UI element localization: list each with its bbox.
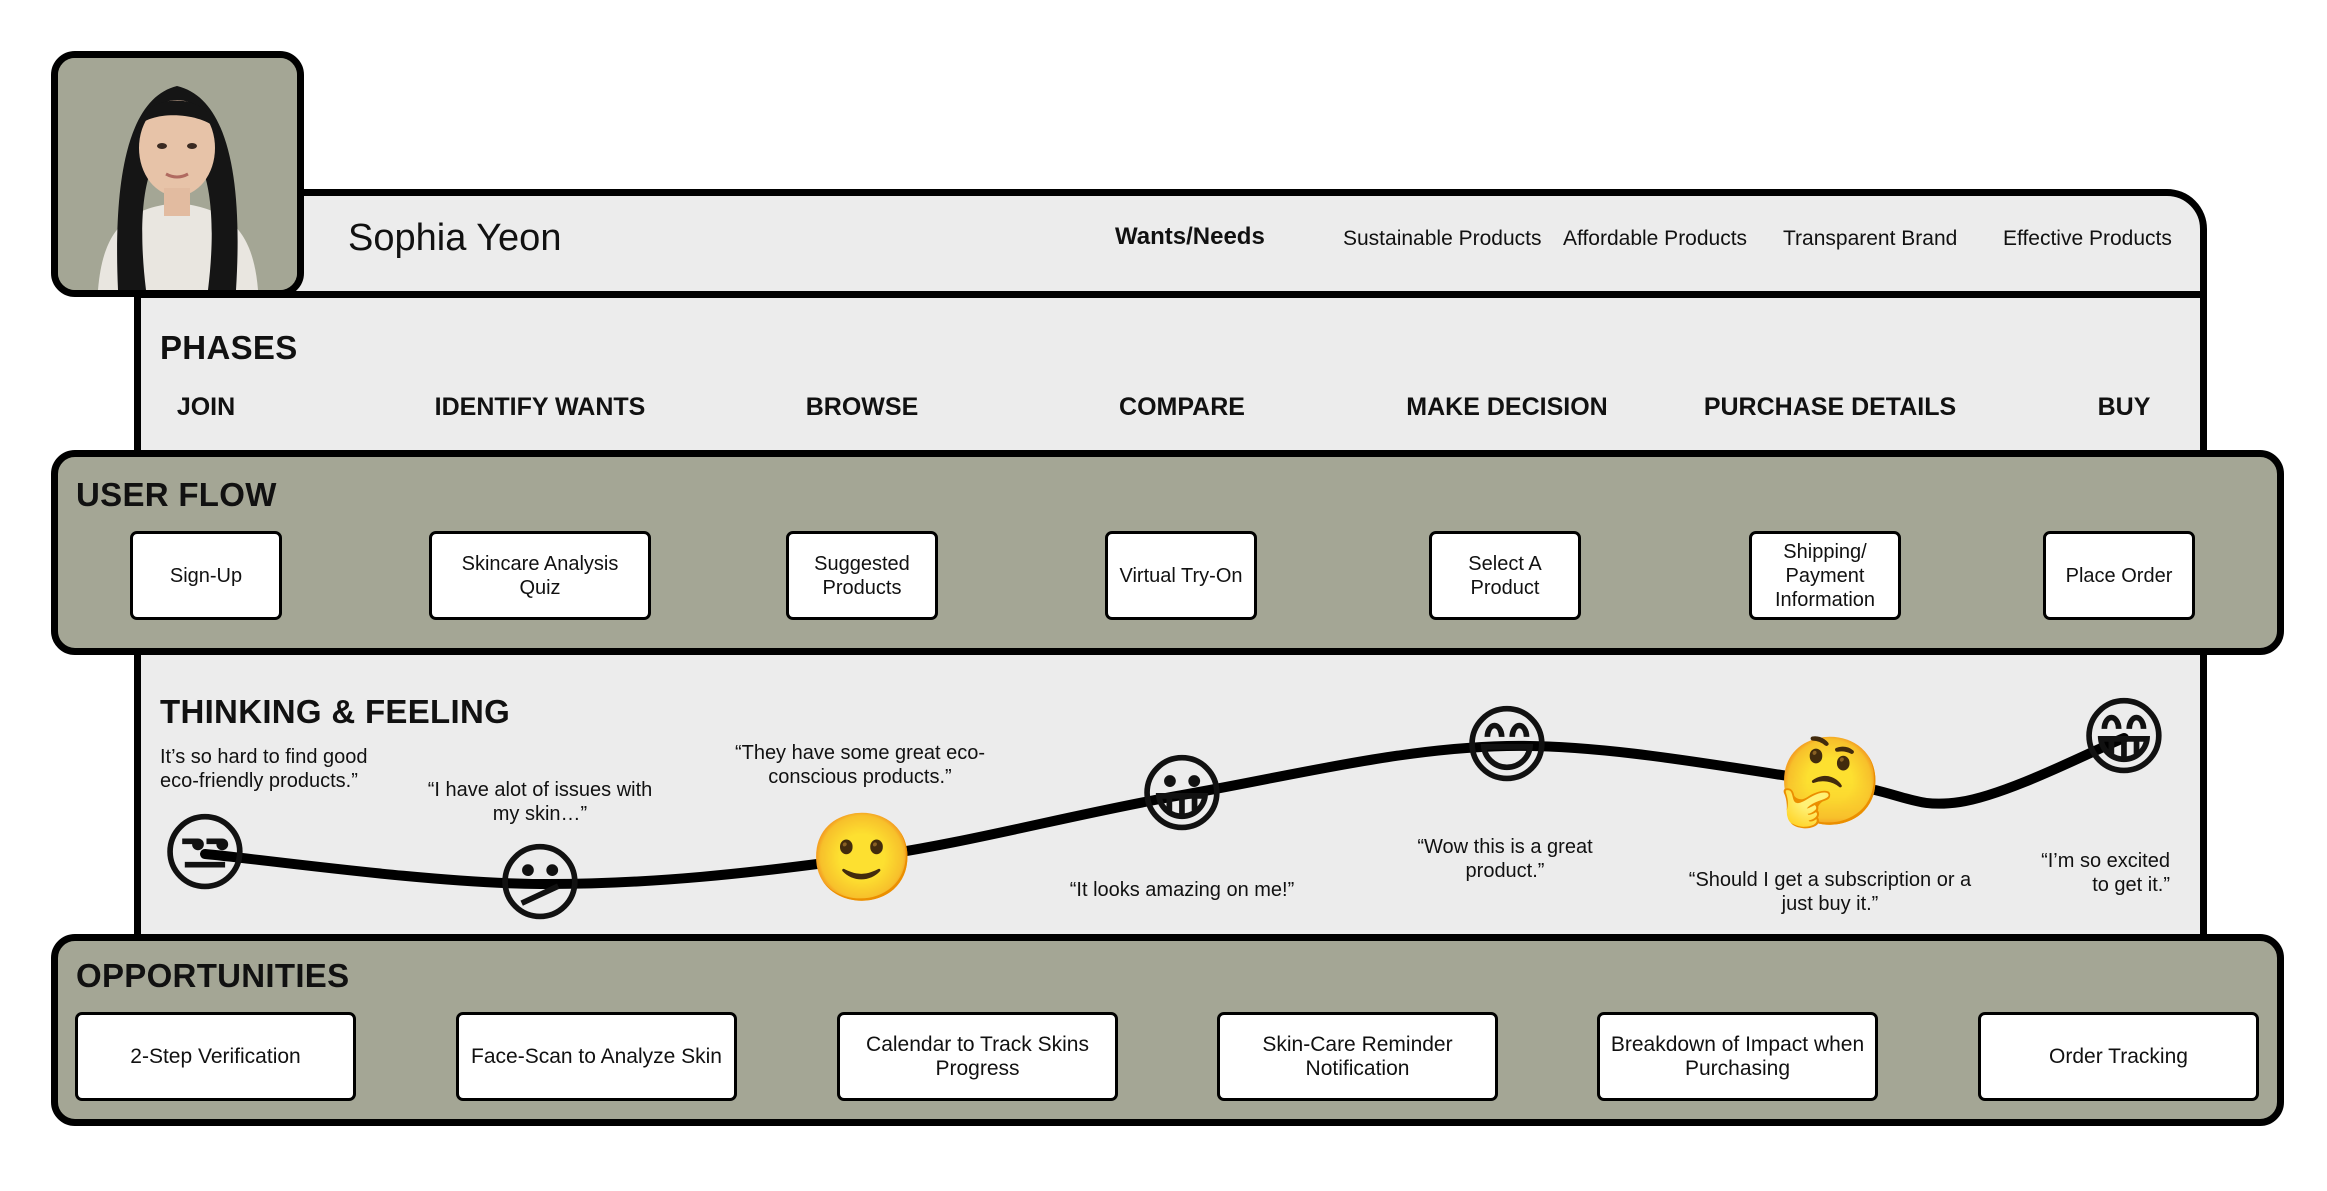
user-flow-title: USER FLOW	[76, 476, 277, 513]
thinking-face-icon: 🤔	[1776, 732, 1884, 832]
phases-title: PHASES	[160, 329, 298, 366]
quote-text: It’s so hard to find good eco-friendly p…	[160, 746, 368, 792]
beaming-face-icon: 😁	[2079, 688, 2169, 788]
want-item: Transparent Brand	[1783, 227, 1958, 250]
want-item: Effective Products	[2003, 227, 2172, 250]
quote-text: “They have some great eco-conscious prod…	[734, 742, 986, 788]
quote-text: “I’m so excited to get it.”	[2041, 850, 2170, 896]
avatar	[51, 51, 304, 297]
phase-label: COMPARE	[1119, 393, 1245, 421]
want-item: Sustainable Products	[1343, 227, 1542, 250]
phase-label: IDENTIFY WANTS	[434, 393, 646, 421]
flow-step-box: Place Order	[2043, 531, 2195, 620]
want-item: Affordable Products	[1563, 227, 1748, 250]
phase-label: PURCHASE DETAILS	[1703, 393, 1957, 421]
phase-label: JOIN	[176, 393, 236, 421]
grinning-face-icon: 😀	[1137, 745, 1227, 845]
flow-step-box: Sign-Up	[130, 531, 282, 620]
quote-text: “It looks amazing on me!”	[1069, 879, 1295, 901]
persona-name: Sophia Yeon	[348, 217, 562, 259]
opportunity-box: Order Tracking	[1978, 1012, 2259, 1101]
person-photo	[58, 58, 297, 290]
flow-step-box: Suggested Products	[786, 531, 938, 620]
user-flow-band	[51, 450, 2284, 655]
opportunity-box: 2-Step Verification	[75, 1012, 356, 1101]
quote-text: “Wow this is a great product.”	[1417, 836, 1593, 882]
flow-step-box: Select A Product	[1429, 531, 1581, 620]
quote-text: “I have alot of issues with my skin…”	[427, 779, 653, 825]
phase-label: BUY	[2097, 393, 2151, 421]
phase-label: MAKE DECISION	[1406, 393, 1608, 421]
header-divider	[134, 291, 2207, 298]
flow-step-box: Skincare Analysis Quiz	[429, 531, 651, 620]
opportunity-box: Breakdown of Impact when Purchasing	[1597, 1012, 1878, 1101]
phase-label: BROWSE	[805, 393, 919, 421]
opportunity-box: Calendar to Track Skins Progress	[837, 1012, 1118, 1101]
unamused-face-icon: 😒	[160, 804, 250, 904]
opportunities-title: OPPORTUNITIES	[76, 957, 350, 994]
grinning-smiling-eyes-face-icon: 😄	[1462, 696, 1552, 796]
thinking-feeling-title: THINKING & FEELING	[160, 693, 511, 730]
opportunity-box: Skin-Care Reminder Notification	[1217, 1012, 1498, 1101]
confused-face-icon: 😕	[495, 834, 585, 934]
quote-text: “Should I get a subscription or a just b…	[1688, 869, 1972, 915]
flow-step-box: Shipping/ Payment Information	[1749, 531, 1901, 620]
flow-step-box: Virtual Try-On	[1105, 531, 1257, 620]
opportunity-box: Face-Scan to Analyze Skin	[456, 1012, 737, 1101]
opportunities-band	[51, 934, 2284, 1126]
wants-needs-title: Wants/Needs	[1115, 223, 1265, 250]
slightly-smiling-face-icon: 🙂	[808, 808, 916, 908]
